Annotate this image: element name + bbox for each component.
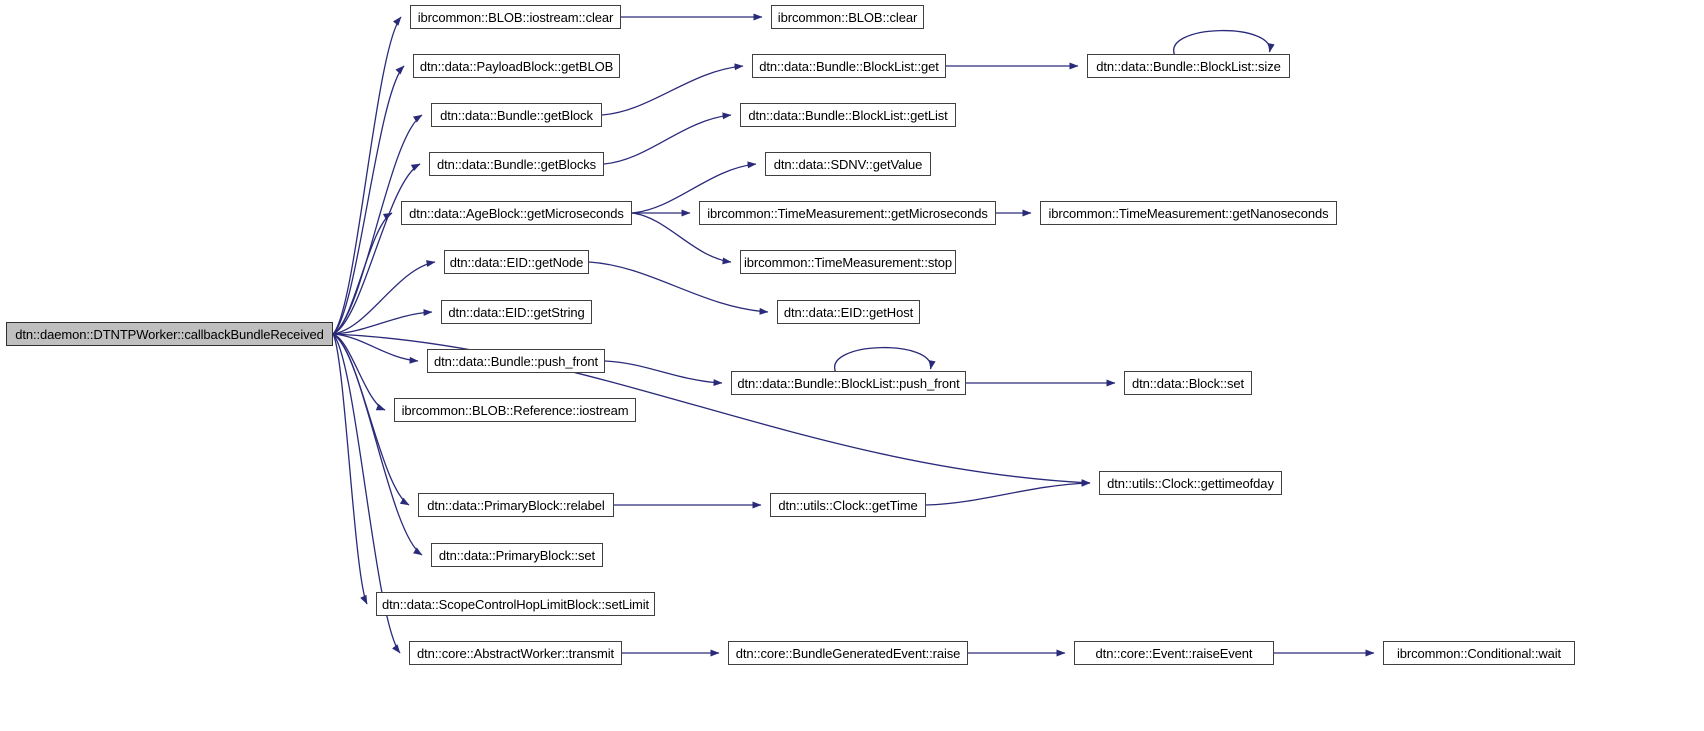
graph-edge xyxy=(332,260,436,335)
graph-node[interactable]: dtn::data::Bundle::BlockList::getList xyxy=(740,103,956,127)
graph-edge xyxy=(332,65,405,335)
graph-node-label: dtn::data::EID::getString xyxy=(448,304,585,320)
graph-edge xyxy=(332,333,423,556)
graph-node[interactable]: dtn::data::Bundle::getBlock xyxy=(431,103,602,127)
graph-node-label: dtn::data::Block::set xyxy=(1131,375,1245,391)
graph-node[interactable]: ibrcommon::TimeMeasurement::getNanosecon… xyxy=(1040,201,1337,225)
graph-node[interactable]: dtn::data::Bundle::BlockList::get xyxy=(752,54,946,78)
graph-node[interactable]: dtn::data::Bundle::BlockList::size xyxy=(1087,54,1290,78)
graph-node-label: dtn::data::EID::getHost xyxy=(783,304,914,320)
graph-node-label: ibrcommon::TimeMeasurement::stop xyxy=(744,254,952,270)
graph-node[interactable]: dtn::data::Block::set xyxy=(1124,371,1252,395)
graph-node[interactable]: ibrcommon::BLOB::iostream::clear xyxy=(410,5,621,29)
graph-node[interactable]: ibrcommon::TimeMeasurement::stop xyxy=(740,250,956,274)
graph-node-label: dtn::daemon::DTNTPWorker::callbackBundle… xyxy=(15,326,324,342)
graph-node-label: ibrcommon::BLOB::iostream::clear xyxy=(417,9,614,25)
graph-node-label: dtn::data::PrimaryBlock::set xyxy=(438,547,596,563)
graph-edge xyxy=(604,360,723,387)
graph-node-root[interactable]: dtn::daemon::DTNTPWorker::callbackBundle… xyxy=(6,322,333,346)
graph-node[interactable]: dtn::data::PrimaryBlock::set xyxy=(431,543,603,567)
graph-node[interactable]: dtn::data::AgeBlock::getMicroseconds xyxy=(401,201,632,225)
graph-node-label: dtn::data::AgeBlock::getMicroseconds xyxy=(409,205,624,221)
graph-node[interactable]: dtn::data::Bundle::BlockList::push_front xyxy=(731,371,966,395)
graph-node-label: dtn::data::Bundle::BlockList::push_front xyxy=(737,375,960,391)
graph-edge xyxy=(925,479,1091,506)
graph-node-label: dtn::data::PrimaryBlock::relabel xyxy=(427,497,605,513)
graph-node-label: dtn::data::PayloadBlock::getBLOB xyxy=(419,58,614,74)
graph-node[interactable]: dtn::data::EID::getNode xyxy=(444,250,589,274)
graph-node[interactable]: ibrcommon::Conditional::wait xyxy=(1383,641,1575,665)
graph-edge xyxy=(332,333,386,411)
graph-node-label: dtn::data::Bundle::push_front xyxy=(433,353,599,369)
graph-node[interactable]: dtn::data::EID::getString xyxy=(441,300,592,324)
graph-node-label: ibrcommon::TimeMeasurement::getMicroseco… xyxy=(707,205,988,221)
graph-edge xyxy=(1173,29,1275,56)
graph-node-label: dtn::data::EID::getNode xyxy=(449,254,584,270)
graph-edge xyxy=(601,63,744,116)
graph-edge xyxy=(332,163,421,335)
graph-node-label: dtn::data::Bundle::BlockList::get xyxy=(759,58,939,74)
graph-edge xyxy=(603,112,732,165)
graph-node-label: dtn::data::Bundle::getBlock xyxy=(440,107,593,123)
graph-node[interactable]: dtn::utils::Clock::gettimeofday xyxy=(1099,471,1282,495)
graph-node[interactable]: dtn::data::Bundle::getBlocks xyxy=(429,152,604,176)
graph-node[interactable]: dtn::data::EID::getHost xyxy=(777,300,920,324)
graph-node[interactable]: dtn::data::ScopeControlHopLimitBlock::se… xyxy=(376,592,655,616)
graph-node-label: dtn::data::Bundle::getBlocks xyxy=(436,156,597,172)
graph-node-label: ibrcommon::TimeMeasurement::getNanosecon… xyxy=(1048,205,1329,221)
graph-edge xyxy=(332,16,402,335)
graph-node-label: ibrcommon::BLOB::clear xyxy=(777,9,918,25)
graph-node-label: dtn::core::AbstractWorker::transmit xyxy=(416,645,615,661)
graph-node-label: dtn::core::Event::raiseEvent xyxy=(1095,645,1253,661)
graph-node[interactable]: dtn::data::SDNV::getValue xyxy=(765,152,931,176)
graph-node[interactable]: dtn::utils::Clock::getTime xyxy=(770,493,926,517)
graph-node-label: dtn::data::Bundle::BlockList::getList xyxy=(748,107,948,123)
graph-node-label: ibrcommon::Conditional::wait xyxy=(1396,645,1562,661)
graph-node-label: dtn::utils::Clock::getTime xyxy=(778,497,918,513)
graph-node[interactable]: dtn::data::Bundle::push_front xyxy=(427,349,605,373)
graph-node-label: dtn::data::SDNV::getValue xyxy=(773,156,923,172)
graph-node[interactable]: dtn::core::Event::raiseEvent xyxy=(1074,641,1274,665)
graph-node[interactable]: ibrcommon::BLOB::Reference::iostream xyxy=(394,398,636,422)
graph-node[interactable]: dtn::core::AbstractWorker::transmit xyxy=(409,641,622,665)
graph-node[interactable]: dtn::data::PrimaryBlock::relabel xyxy=(418,493,614,517)
graph-node[interactable]: dtn::data::PayloadBlock::getBLOB xyxy=(413,54,620,78)
graph-node-label: dtn::data::Bundle::BlockList::size xyxy=(1096,58,1281,74)
graph-edge xyxy=(834,346,936,373)
graph-edge xyxy=(332,309,433,335)
graph-node-label: dtn::core::BundleGeneratedEvent::raise xyxy=(735,645,961,661)
graph-node[interactable]: ibrcommon::TimeMeasurement::getMicroseco… xyxy=(699,201,996,225)
graph-edge xyxy=(332,212,393,335)
graph-node[interactable]: ibrcommon::BLOB::clear xyxy=(771,5,924,29)
graph-node[interactable]: dtn::core::BundleGeneratedEvent::raise xyxy=(728,641,968,665)
graph-edge xyxy=(332,333,419,364)
graph-node-label: ibrcommon::BLOB::Reference::iostream xyxy=(401,402,629,418)
graph-node-label: dtn::data::ScopeControlHopLimitBlock::se… xyxy=(381,596,650,612)
graph-node-label: dtn::utils::Clock::gettimeofday xyxy=(1107,475,1274,491)
graph-edge xyxy=(332,333,368,605)
